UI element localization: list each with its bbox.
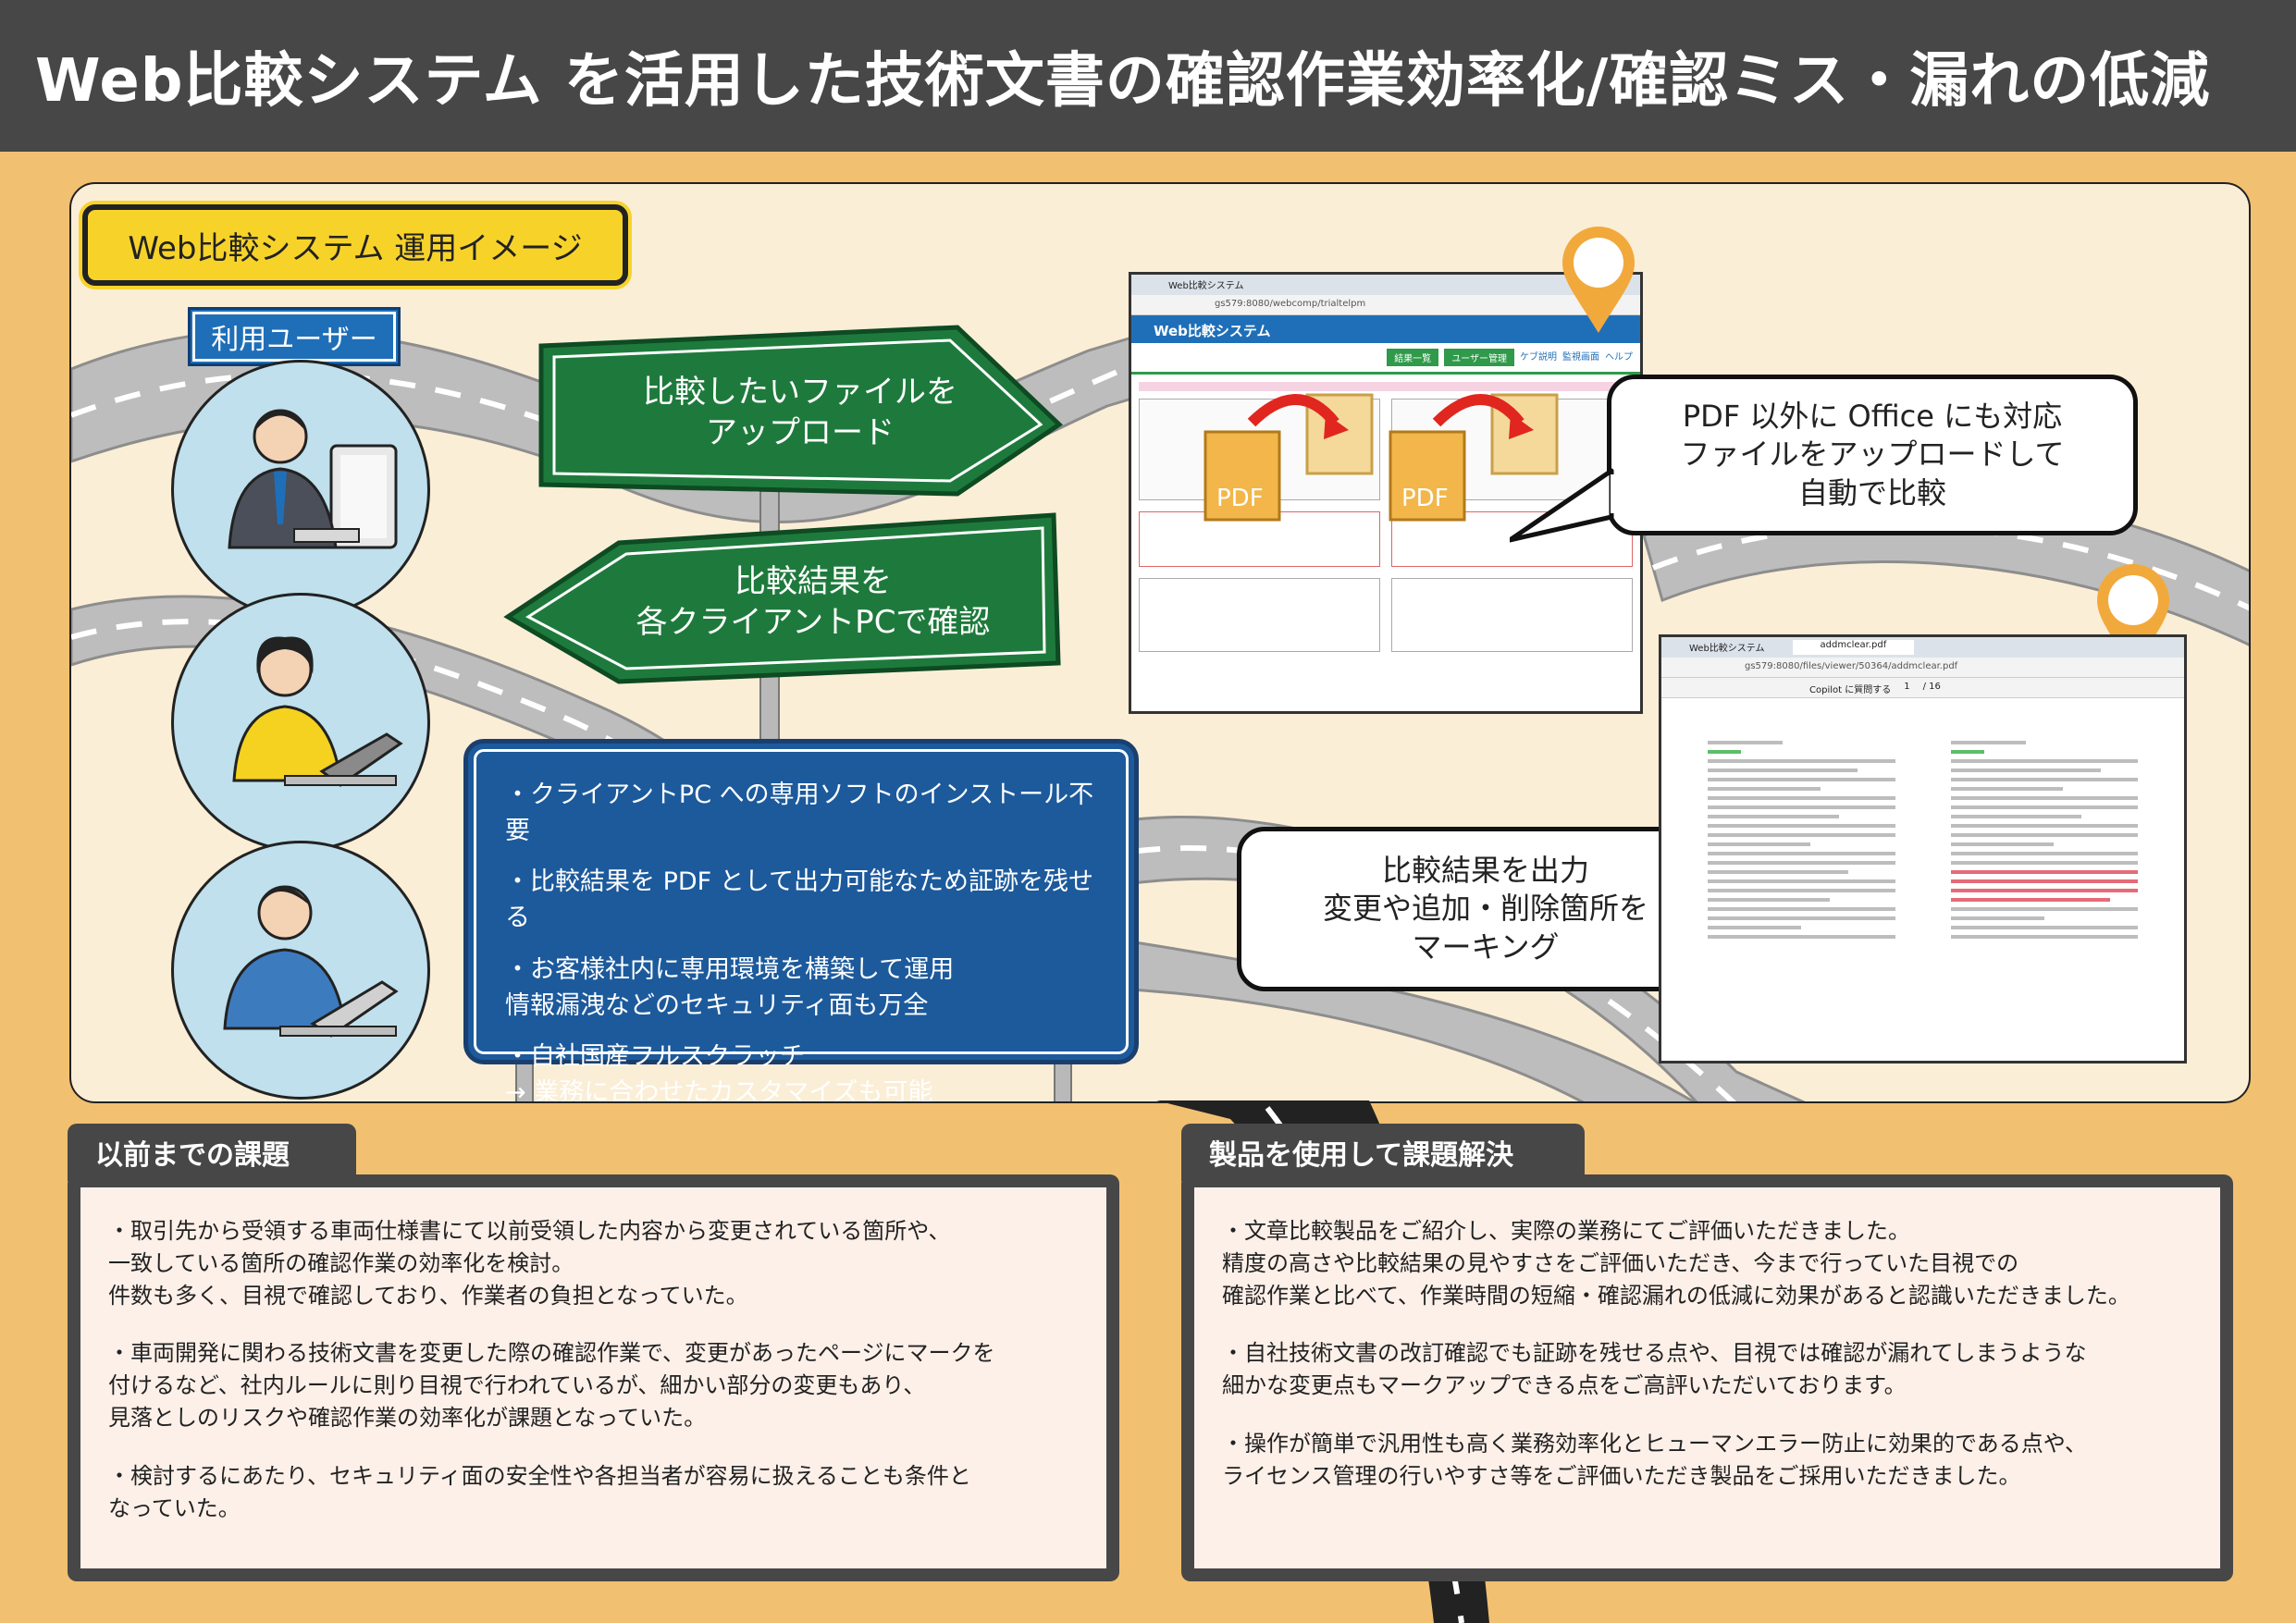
sign-upload-text: 比較したいファイルを アップロード (643, 374, 957, 452)
feature-item: ・自社国産フルスクラッチ → 業務に合わせたカスタマイズも可能 (505, 1041, 933, 1103)
after-item: ・文章比較製品をご紹介し、実際の業務にてご評価いただきました。 精度の高さや比較… (1222, 1218, 2130, 1309)
after-item: ・操作が簡単で汎用性も高く業務効率化とヒューマンエラー防止に効果的である点や、 … (1222, 1430, 2088, 1489)
sign-result: 比較結果を 各クライアントPCで確認 (499, 506, 1072, 691)
pdf-page-right (1950, 735, 2138, 944)
app-header: Web比較システム (1131, 315, 1640, 343)
before-tab: 以前までの課題 (68, 1124, 356, 1181)
after-panel: ・文章比較製品をご紹介し、実際の業務にてご評価いただきました。 精度の高さや比較… (1181, 1174, 2233, 1581)
feature-board: ・クライアントPC への専用ソフトのインストール不要 ・比較結果を PDF とし… (463, 739, 1139, 1101)
bubble-office-support: PDF 以外に Office にも対応 ファイルをアップロードして 自動で比較 (1607, 375, 2138, 535)
arrow-right-sign-shape (538, 325, 1063, 497)
location-pin-icon (1562, 227, 1635, 333)
bubble-result-marking: 比較結果を出力 変更や追加・削除箇所を マーキング (1237, 827, 1734, 991)
after-item: ・自社技術文書の改訂確認でも証跡を残せる点や、目視では確認が漏れてしまうような … (1222, 1340, 2087, 1399)
bubble-tail (1510, 468, 1618, 543)
app-nav: 結果一覧 ユーザー管理 ケブ説明 監視画面 ヘルプ (1131, 343, 1640, 375)
before-panel: ・取引先から受領する車両仕様書にて以前受領した内容から変更されている箇所や、 一… (68, 1174, 1119, 1581)
pdf-upload-icons: PDF PDF (1204, 393, 1559, 522)
nav-results[interactable]: 結果一覧 (1387, 349, 1439, 366)
user-avatar-man-desktop (171, 360, 430, 619)
nav-users[interactable]: ユーザー管理 (1444, 349, 1514, 366)
feature-item: ・クライアントPC への専用ソフトのインストール不要 (505, 781, 1094, 846)
pdf-label: PDF (1216, 485, 1264, 512)
pdf-tab-app[interactable]: Web比較システム (1689, 644, 1765, 654)
usage-image-title: Web比較システム 運用イメージ (82, 204, 628, 286)
pdf-label: PDF (1401, 485, 1449, 512)
after-tab: 製品を使用して課題解決 (1181, 1124, 1585, 1181)
woman-at-laptop-icon (232, 636, 403, 787)
pdf-toolbar: Copilot に質問する 1 / 16 (1661, 678, 2184, 698)
location-pin-icon (2097, 564, 2169, 670)
arrow-left-sign-shape (503, 512, 1061, 684)
page-number[interactable]: 1 (1904, 682, 1910, 692)
before-item: ・車両開発に関わる技術文書を変更した際の確認作業で、変更があったページにマークを… (108, 1340, 995, 1431)
man-at-laptop-icon (223, 885, 399, 1038)
feature-item: ・比較結果を PDF として出力可能なため証跡を残せる (505, 867, 1093, 933)
page-count: / 16 (1922, 682, 1941, 692)
sign-upload: 比較したいファイルを アップロード (523, 318, 1078, 503)
user-label: 利用ユーザー (188, 307, 401, 366)
before-item: ・検討するにあたり、セキュリティ面の安全性や各担当者が容易に扱えることも条件と … (108, 1462, 971, 1521)
sign-result-text: 比較結果を 各クライアントPCで確認 (636, 563, 991, 642)
feature-item: ・お客様社内に専用環境を構築して運用 情報漏洩などのセキュリティ面も万全 (505, 954, 955, 1020)
browser-url: gs579:8080/webcomp/trialtelpm (1131, 295, 1640, 315)
user-avatar-man-laptop (171, 841, 430, 1100)
pdf-browser-tabs: Web比較システム addmclear.pdf (1661, 637, 2184, 658)
usage-illustration: Web比較システム 運用イメージ 利用ユーザー (69, 182, 2251, 1103)
pdf-page-left (1708, 735, 1895, 944)
page-title: Web比較システム を活用した技術文書の確認作業効率化/確認ミス・漏れの低減 (0, 0, 2296, 152)
nav-help[interactable]: ヘルプ (1605, 352, 1633, 363)
man-at-desktop-icon (228, 409, 398, 549)
browser-tab: Web比較システム (1131, 275, 1640, 295)
pdf-browser-url: gs579:8080/files/viewer/50364/addmclear.… (1661, 658, 2184, 678)
pdf-pages (1661, 698, 2184, 981)
nav-monitor[interactable]: 監視画面 (1562, 352, 1599, 363)
user-avatar-woman-laptop (171, 593, 430, 852)
web-compare-app-screenshot: Web比較システム gs579:8080/webcomp/trialtelpm … (1129, 272, 1643, 714)
pdf-result-screenshot: Web比較システム addmclear.pdf gs579:8080/files… (1659, 634, 2187, 1064)
copilot-button[interactable]: Copilot に質問する (1809, 685, 1892, 695)
pdf-tab-file[interactable]: addmclear.pdf (1792, 640, 1915, 655)
app-name: Web比較システム (1154, 323, 1271, 339)
before-item: ・取引先から受領する車両仕様書にて以前受領した内容から変更されている箇所や、 一… (108, 1218, 951, 1309)
nav-guide[interactable]: ケブ説明 (1520, 352, 1557, 363)
